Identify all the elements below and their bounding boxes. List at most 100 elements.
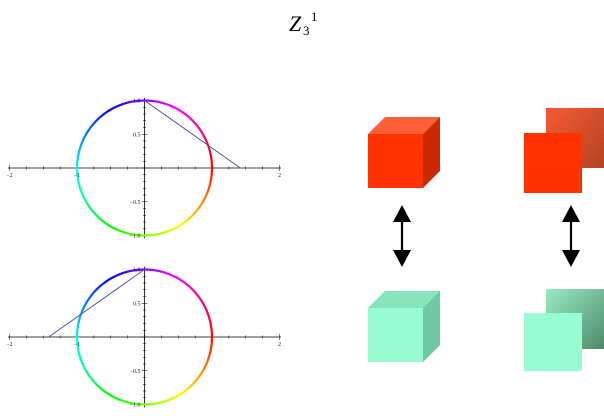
circle-segment: [85, 299, 89, 304]
circle-segment: [154, 269, 159, 273]
circle-segment: [186, 283, 191, 288]
circle-segment: [198, 203, 203, 209]
circle-segment: [168, 272, 173, 277]
circle-segment: [200, 370, 204, 375]
circle-segment: [161, 231, 166, 235]
circle-segment: [119, 398, 125, 403]
circle-segment: [98, 114, 103, 119]
circle-segment: [201, 366, 206, 372]
circle-segment: [206, 188, 210, 193]
circle-segment: [85, 130, 89, 135]
circle-segment: [130, 100, 135, 104]
projection-line: [144, 100, 241, 169]
circle-segment: [188, 214, 194, 219]
circle-segment: [174, 225, 179, 230]
x-tick-label: −2: [6, 342, 12, 348]
circle-segment: [98, 283, 103, 288]
circle-segment: [79, 143, 83, 148]
circle-segment: [130, 232, 135, 236]
circle-segment: [180, 279, 185, 284]
y-tick-label: 0.5: [133, 132, 141, 138]
circle-segment: [80, 191, 84, 197]
circle-segment: [79, 357, 83, 362]
cube-top-face: [368, 291, 440, 308]
circle-segment: [205, 191, 209, 196]
circle-segment: [205, 139, 209, 145]
circle-segment: [208, 150, 212, 155]
circle-segment: [174, 106, 179, 111]
circle-segment: [116, 272, 121, 277]
circle-segment: [113, 105, 118, 109]
circle-segment: [203, 363, 208, 369]
circle-segment: [91, 378, 96, 384]
circle-segment: [206, 312, 210, 317]
circle-segment: [161, 101, 166, 105]
circle-segment: [161, 400, 166, 404]
circle-segment: [88, 293, 93, 299]
circle-segment: [126, 100, 131, 104]
circle-segment: [80, 309, 84, 314]
shaded-red-cube: [524, 108, 604, 193]
circle-segment: [113, 227, 118, 231]
circle-segment: [186, 386, 191, 391]
circle-segment: [195, 293, 200, 298]
circle-segment: [164, 398, 170, 403]
circle-segment: [196, 206, 201, 212]
circle-segment: [104, 110, 109, 115]
circle-segment: [123, 101, 128, 105]
circle-segment: [113, 396, 118, 400]
circle-segment: [95, 286, 101, 291]
cube-front-face: [368, 308, 423, 362]
circle-segment: [91, 209, 96, 215]
circle-segment: [86, 127, 91, 133]
circle-segment: [201, 302, 206, 307]
title-superscript: 1: [311, 9, 318, 24]
circle-segment: [158, 232, 163, 236]
y-tick-label: 0.5: [133, 301, 141, 307]
circle-segment: [80, 360, 84, 366]
circle-segment: [78, 354, 82, 359]
circle-segment: [154, 100, 159, 104]
x-tick-label: 2: [278, 173, 281, 179]
y-tick-label: −1.0: [130, 403, 141, 409]
circle-segment: [183, 388, 188, 393]
circle-segment: [130, 401, 135, 405]
circle-segment: [78, 315, 82, 321]
circle-segment: [101, 112, 106, 117]
circle-segment: [198, 127, 203, 132]
circle-segment: [116, 103, 121, 108]
circle-segment: [91, 122, 96, 127]
circle-segment: [201, 133, 206, 138]
circle-segment: [107, 277, 112, 282]
cube-side-face: [423, 291, 440, 362]
circle-segment: [83, 367, 88, 372]
solid-mint-cube: [368, 291, 440, 362]
circle-segment: [191, 288, 196, 293]
front-square: [524, 133, 582, 193]
circle-segment: [76, 178, 80, 183]
circle-segment: [188, 116, 193, 122]
x-tick-label: −2: [6, 173, 12, 179]
solid-red-cube: [368, 117, 440, 188]
circle-segment: [191, 212, 196, 217]
circle-segment: [180, 390, 185, 395]
circle-segment: [89, 207, 94, 212]
circle-segment: [207, 353, 211, 359]
circle-segment: [77, 181, 81, 186]
double-arrow-right: [562, 205, 580, 267]
circle-segment: [174, 275, 179, 280]
circle-segment: [77, 150, 81, 155]
circle-segment: [183, 219, 188, 224]
circle-segment: [158, 401, 163, 405]
circle-segment: [195, 124, 200, 129]
circle-segment: [107, 108, 112, 113]
circle-segment: [83, 302, 88, 308]
circle-segment: [123, 231, 128, 235]
cube-side-face: [423, 117, 440, 188]
circle-segment: [126, 269, 131, 273]
circle-segment: [200, 299, 204, 304]
circle-segment: [76, 153, 80, 158]
